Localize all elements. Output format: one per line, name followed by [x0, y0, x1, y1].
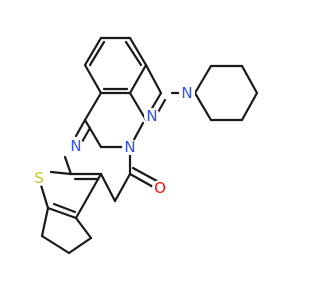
- bond-layer: [38, 36, 259, 255]
- bond-c-carbonyl: [99, 172, 117, 203]
- benzene-double-1: [88, 40, 106, 67]
- atom-n-piperidine: N: [181, 84, 192, 102]
- bond-cp-4: [74, 216, 93, 240]
- bond-c-o: [128, 172, 157, 190]
- bond-c-c-1: [144, 63, 163, 95]
- atom-s-thiophene: S: [34, 169, 44, 187]
- bond-c-c-thio-2: [74, 172, 103, 220]
- atom-bg-n-hydrazine-a: [144, 108, 160, 124]
- piperidine-ring: [193, 64, 259, 122]
- atom-n-hydrazine-a: N: [146, 107, 157, 125]
- bond-c-c-3: [83, 91, 103, 122]
- atom-label-layer: N N N N S O: [31, 84, 195, 197]
- atom-bg-s-thiophene: [31, 170, 47, 186]
- atom-n-hydrazine-b: N: [124, 138, 135, 156]
- atom-bg-n-piperidine: [179, 85, 195, 101]
- bond-n-c-pyr: [63, 155, 73, 176]
- bond-c-c-4: [128, 91, 148, 122]
- bond-c-c-thio-double: [52, 202, 77, 214]
- bond-c-n-upper: [149, 91, 163, 112]
- atom-bg-n-pyrimidine: [68, 138, 84, 154]
- bond-c-o-double: [131, 166, 159, 183]
- bond-cp-1: [40, 206, 50, 238]
- bond-c-s: [49, 170, 73, 176]
- benzene-double-2: [124, 40, 143, 67]
- benzene-ring: [83, 36, 148, 95]
- bond-cp-2: [40, 234, 71, 255]
- bond-c-n-pyr: [74, 118, 87, 138]
- atom-bg-o-carbonyl: [152, 180, 168, 196]
- bond-c-n-pyr-double: [80, 126, 92, 144]
- bond-ring-link: [113, 172, 132, 203]
- bond-c-c-2: [83, 118, 103, 149]
- molecule-structure-diagram: N N N N S O: [31, 36, 259, 255]
- atom-bg-n-hydrazine-b: [122, 139, 138, 155]
- atom-o-carbonyl: O: [154, 179, 166, 197]
- atom-n-pyrimidine: N: [70, 137, 81, 155]
- bond-c-c-thio: [46, 206, 78, 220]
- bond-s-c: [38, 180, 50, 210]
- bond-cp-3: [67, 236, 93, 255]
